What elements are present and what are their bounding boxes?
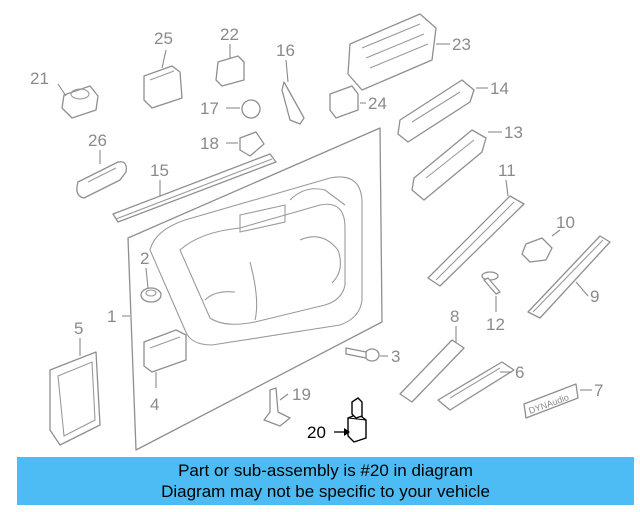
- callout-25: 25: [154, 29, 173, 48]
- callout-13: 13: [504, 123, 523, 142]
- callout-26: 26: [88, 131, 107, 150]
- door-trim-panel: [127, 127, 383, 451]
- small-switch-part: [215, 55, 245, 87]
- master-window-switch-part: [347, 13, 437, 91]
- screw-12-part: [481, 271, 501, 295]
- speaker-cover-part: [49, 351, 101, 446]
- badge-7-part: DYNAudio: [523, 383, 579, 419]
- parts-diagram: DYNAudio 1 2: [30, 13, 611, 451]
- weatherstrip-part: [112, 153, 277, 223]
- callout-24: 24: [368, 94, 387, 113]
- leader-lines: [57, 43, 592, 436]
- callout-1: 1: [107, 307, 116, 326]
- clip-18-part: [226, 131, 265, 157]
- callout-20: 20: [307, 423, 326, 442]
- callout-labels: 1 2 3 4 5 6 7 8 9 10 11 12 13 14 15 16 1…: [30, 25, 603, 442]
- clip-10-part: [521, 237, 553, 263]
- banner-line-disclaimer: Diagram may not be specific to your vehi…: [161, 482, 490, 501]
- callout-3: 3: [391, 347, 400, 366]
- callout-9: 9: [590, 287, 599, 306]
- grommet-part: [140, 287, 162, 303]
- callout-10: 10: [556, 213, 575, 232]
- callout-2: 2: [140, 249, 149, 268]
- callout-19: 19: [292, 385, 311, 404]
- callout-23: 23: [452, 35, 471, 54]
- callout-7: 7: [594, 381, 603, 400]
- mirror-switch-part: [143, 65, 183, 109]
- callout-18: 18: [200, 134, 219, 153]
- callout-21: 21: [30, 69, 49, 88]
- callout-5: 5: [74, 319, 83, 338]
- trim-strip-11-part: [427, 195, 525, 287]
- switch-panel-13-part: [411, 129, 487, 201]
- banner-line-part-number: Part or sub-assembly is #20 in diagram: [178, 461, 473, 480]
- callout-4: 4: [150, 395, 159, 414]
- info-banner: Part or sub-assembly is #20 in diagram D…: [17, 457, 634, 505]
- mirror-trim-part: [281, 81, 305, 125]
- callout-8: 8: [450, 307, 459, 326]
- bracket-19-part: [263, 387, 291, 427]
- bolt-3-part: [345, 347, 380, 362]
- callout-16: 16: [276, 41, 295, 60]
- callout-15: 15: [150, 161, 169, 180]
- trim-8-part: [399, 339, 465, 403]
- clip-17-part: [226, 99, 261, 119]
- callout-17: 17: [200, 99, 219, 118]
- callout-6: 6: [515, 363, 524, 382]
- part-20-highlighted: [347, 397, 367, 443]
- knob-switch-part: [61, 85, 99, 119]
- callout-12: 12: [486, 315, 505, 334]
- trim-strip-9-part: [527, 235, 611, 319]
- callout-14: 14: [490, 79, 509, 98]
- switch-housing-part: [329, 85, 366, 119]
- door-handle-part: [76, 161, 127, 199]
- callout-11: 11: [498, 161, 516, 180]
- trim-6-part: [437, 361, 515, 411]
- switch-panel-14-part: [397, 79, 475, 143]
- callout-22: 22: [220, 25, 239, 44]
- module-bracket-part: [143, 329, 187, 373]
